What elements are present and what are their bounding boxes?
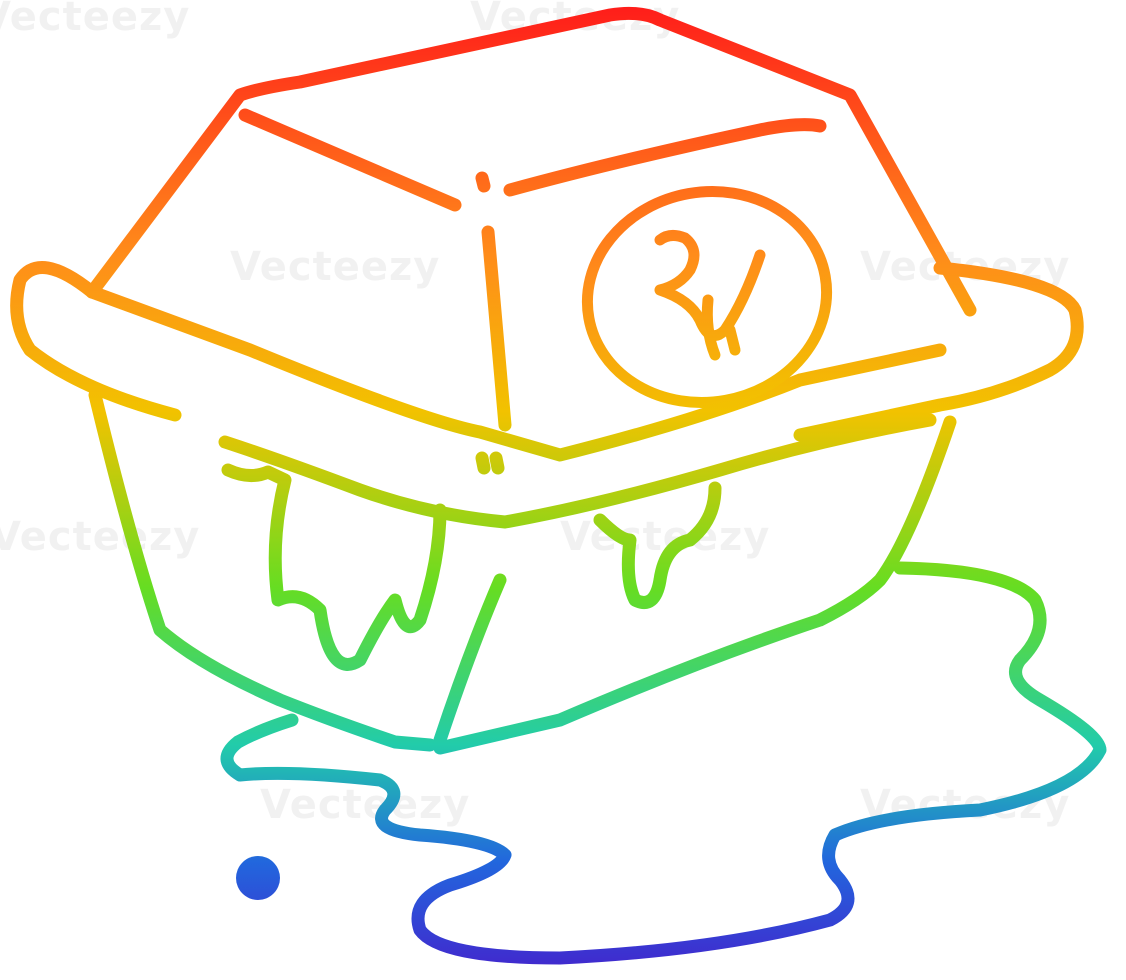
lid-top-outline — [85, 6, 977, 317]
base-right-wall — [433, 415, 957, 755]
sauce-drip-left — [221, 463, 447, 671]
lid-top-crease — [238, 108, 462, 212]
base-rim — [218, 413, 937, 529]
lid-left-flap — [10, 261, 182, 422]
base-left-wall — [88, 388, 437, 752]
lid-top-crease-right — [503, 118, 827, 197]
sauce-drip-right — [593, 481, 722, 609]
lid-seam-bottom — [475, 451, 505, 475]
grease-puddle-icon — [220, 561, 1107, 965]
base-front-corner — [433, 573, 507, 747]
lid-seam — [481, 225, 512, 432]
chicken-logo-icon — [581, 186, 833, 408]
lid-right-flap — [793, 261, 1084, 442]
grease-droplet — [236, 856, 280, 900]
lid-seam-top — [475, 171, 491, 193]
